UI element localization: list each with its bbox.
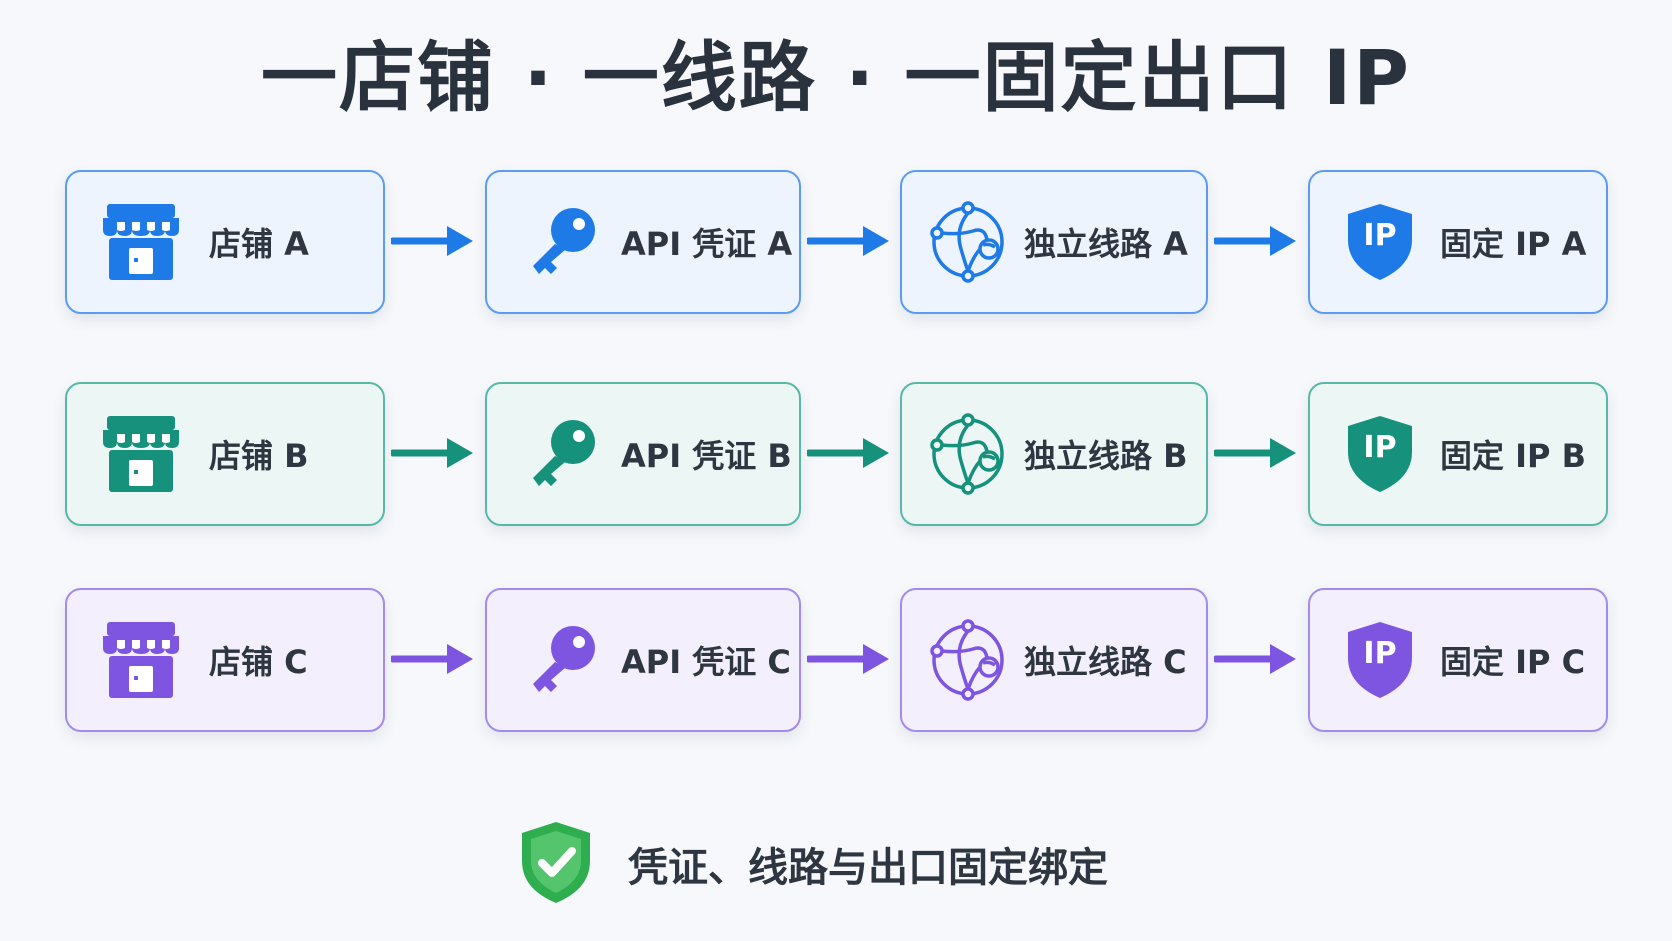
- credential-label: API 凭证 A: [621, 225, 793, 263]
- fixed-ip-label: 固定 IP B: [1440, 437, 1587, 475]
- route-label: 独立线路 C: [1024, 643, 1187, 681]
- row-b: 店铺 B API 凭证 B 独立线路 B: [0, 382, 1672, 532]
- arrow-right-icon: [1212, 218, 1300, 264]
- ip-shield-icon: IP: [1334, 196, 1426, 288]
- network-route-icon: [922, 408, 1014, 500]
- key-icon: [517, 614, 609, 706]
- row-c: 店铺 C API 凭证 C 独立线路 C: [0, 588, 1672, 738]
- arrow-right-icon: [389, 636, 477, 682]
- network-route-icon: [922, 196, 1014, 288]
- fixed-ip-card[interactable]: IP 固定 IP C: [1308, 588, 1608, 732]
- ip-shield-icon: IP: [1334, 408, 1426, 500]
- ip-badge-text: IP: [1363, 636, 1397, 671]
- arrow-right-icon: [805, 636, 893, 682]
- store-card[interactable]: 店铺 A: [65, 170, 385, 314]
- footer-text: 凭证、线路与出口固定绑定: [628, 845, 1108, 891]
- footer-note: 凭证、线路与出口固定绑定: [518, 818, 1108, 910]
- credential-card[interactable]: API 凭证 A: [485, 170, 801, 314]
- route-label: 独立线路 B: [1024, 437, 1188, 475]
- store-label: 店铺 B: [209, 437, 309, 475]
- store-card[interactable]: 店铺 C: [65, 588, 385, 732]
- route-label: 独立线路 A: [1024, 225, 1188, 263]
- row-a: 店铺 A API 凭证 A 独立线路 A: [0, 170, 1672, 320]
- ip-badge-text: IP: [1363, 218, 1397, 253]
- fixed-ip-label: 固定 IP C: [1440, 643, 1586, 681]
- store-label: 店铺 C: [209, 643, 308, 681]
- fixed-ip-label: 固定 IP A: [1440, 225, 1587, 263]
- route-card[interactable]: 独立线路 C: [900, 588, 1208, 732]
- route-card[interactable]: 独立线路 B: [900, 382, 1208, 526]
- fixed-ip-card[interactable]: IP 固定 IP B: [1308, 382, 1608, 526]
- route-card[interactable]: 独立线路 A: [900, 170, 1208, 314]
- store-icon: [95, 614, 187, 706]
- credential-card[interactable]: API 凭证 C: [485, 588, 801, 732]
- check-shield-icon: [518, 819, 594, 909]
- ip-shield-icon: IP: [1334, 614, 1426, 706]
- arrow-right-icon: [389, 430, 477, 476]
- store-label: 店铺 A: [209, 225, 309, 263]
- arrow-right-icon: [1212, 636, 1300, 682]
- network-route-icon: [922, 614, 1014, 706]
- arrow-right-icon: [389, 218, 477, 264]
- ip-badge-text: IP: [1363, 430, 1397, 465]
- arrow-right-icon: [1212, 430, 1300, 476]
- store-icon: [95, 196, 187, 288]
- credential-label: API 凭证 B: [621, 437, 792, 475]
- arrow-right-icon: [805, 430, 893, 476]
- fixed-ip-card[interactable]: IP 固定 IP A: [1308, 170, 1608, 314]
- key-icon: [517, 408, 609, 500]
- credential-label: API 凭证 C: [621, 643, 791, 681]
- page-title: 一店铺 · 一线路 · 一固定出口 IP: [260, 33, 1411, 122]
- credential-card[interactable]: API 凭证 B: [485, 382, 801, 526]
- arrow-right-icon: [805, 218, 893, 264]
- key-icon: [517, 196, 609, 288]
- store-card[interactable]: 店铺 B: [65, 382, 385, 526]
- store-icon: [95, 408, 187, 500]
